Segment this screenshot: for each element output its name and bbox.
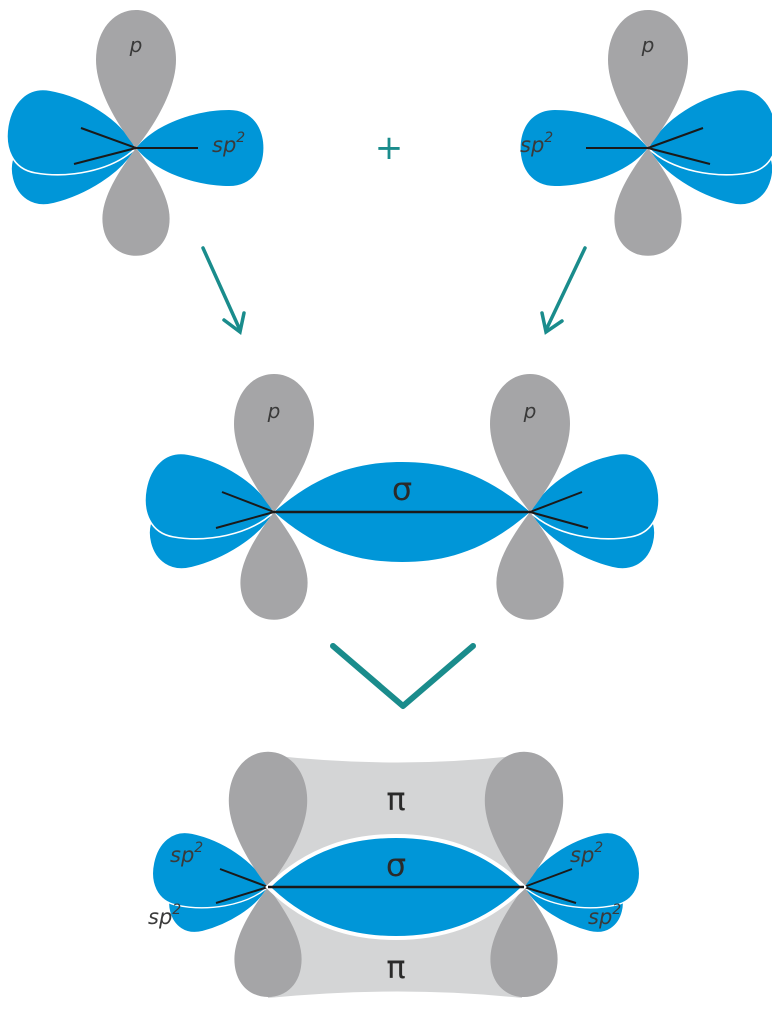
middle-left-atom: p (137, 374, 314, 620)
p-label: p (267, 399, 281, 423)
p-label: p (641, 33, 655, 57)
sp2-label-left-bottom: sp2 (148, 902, 181, 929)
sp2-label: sp2 (212, 130, 245, 157)
sp2-label: sp2 (520, 130, 553, 157)
bottom-left-atom (145, 751, 308, 997)
sp2-label-right-top: sp2 (570, 840, 603, 867)
plus-sign: + (375, 128, 404, 168)
top-right-carbon-atom: p sp2 (520, 10, 772, 256)
sigma-bond-molecule: p p σ (137, 374, 667, 620)
sp2-label-right-bottom: sp2 (588, 902, 621, 929)
p-label: p (523, 399, 537, 423)
chevron-down-icon (330, 643, 476, 709)
arrow-down-right-icon (201, 246, 246, 336)
arrow-down-left-icon (540, 246, 587, 335)
pi-sigma-double-bond: σ π π sp2 sp2 sp2 sp2 (145, 751, 647, 998)
sigma-label: σ (386, 846, 406, 884)
sp2-label-left-top: sp2 (170, 840, 203, 867)
bottom-right-atom (484, 751, 647, 997)
top-left-carbon-atom: p sp2 (0, 10, 264, 256)
p-label: p (129, 33, 143, 57)
pi-label-top: π (386, 780, 405, 818)
pi-label-bottom: π (386, 948, 405, 986)
sigma-label: σ (392, 470, 412, 508)
middle-right-atom: p (490, 374, 667, 620)
